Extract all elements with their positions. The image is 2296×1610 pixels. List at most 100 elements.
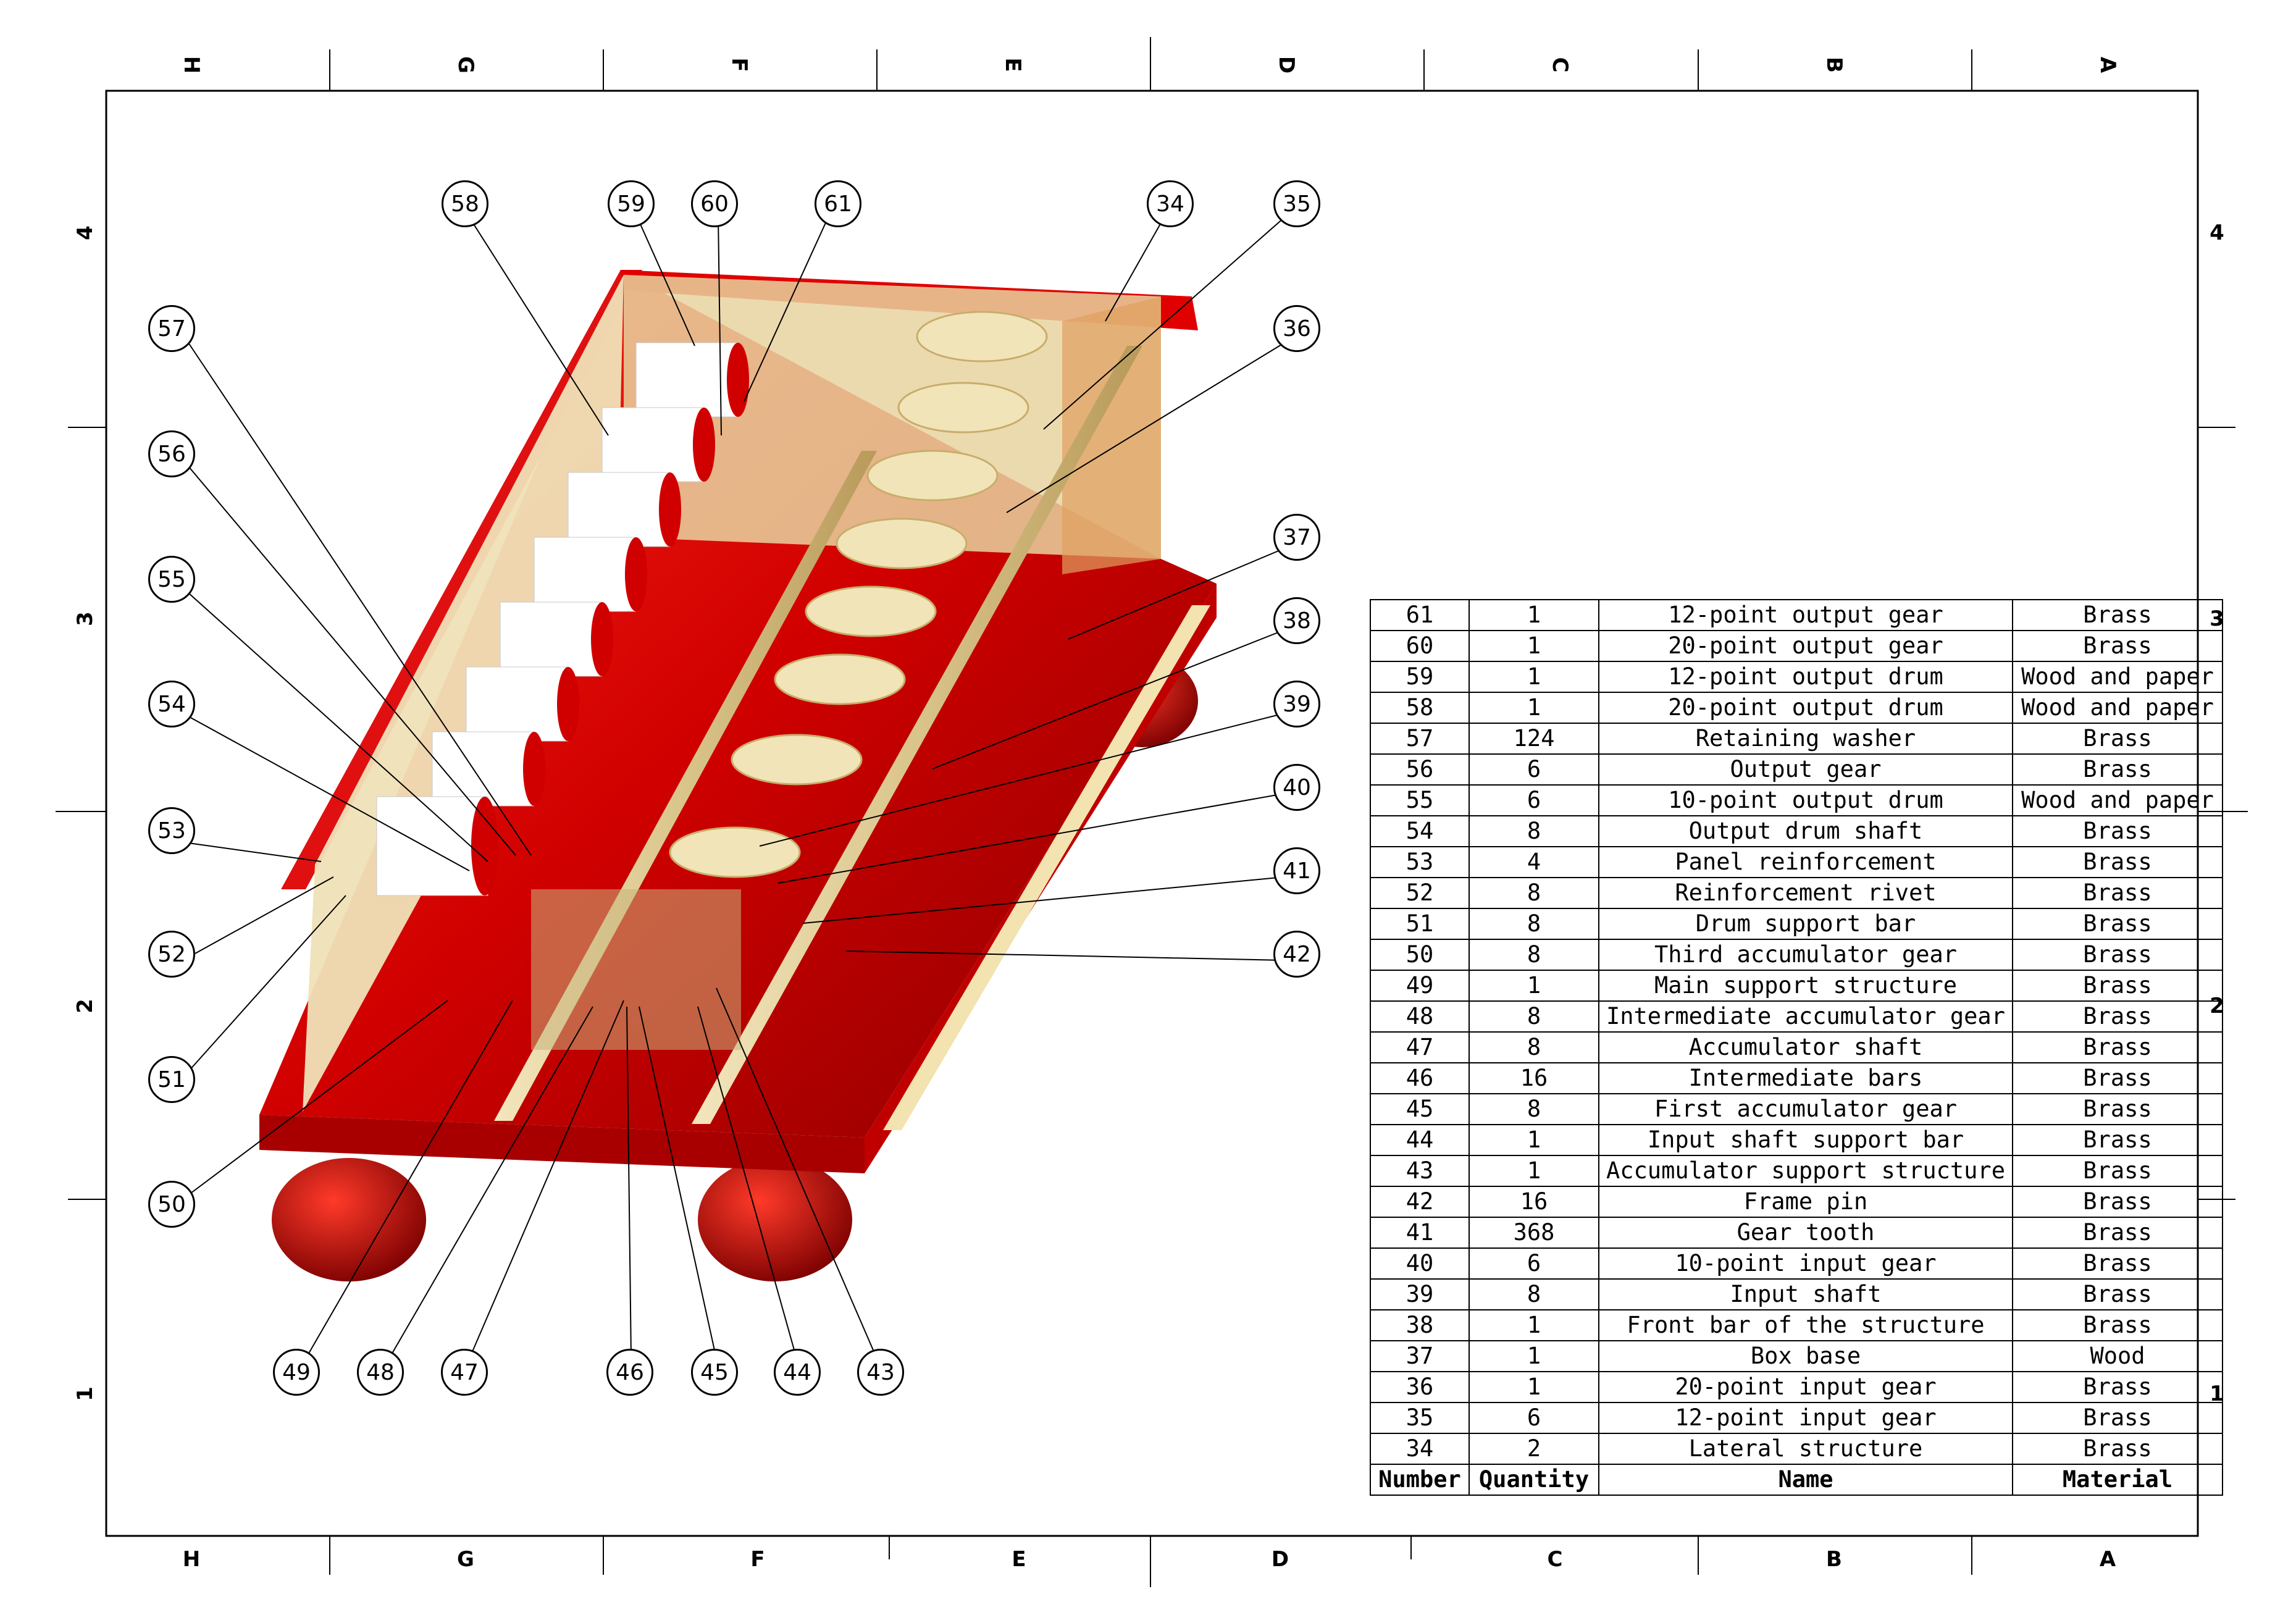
callout-bubble: 50 (148, 1181, 195, 1228)
callout-bubble: 49 (273, 1349, 320, 1396)
bom-cell-material: Brass (2012, 1309, 2223, 1341)
zone-label-top: H (179, 56, 204, 74)
bom-cell-material: Brass (2012, 1124, 2223, 1156)
bom-cell-quantity: 1 (1469, 1340, 1599, 1372)
bom-cell-number: 58 (1370, 692, 1470, 724)
callout-bubble: 34 (1147, 180, 1194, 227)
bom-cell-name: Panel reinforcement (1598, 846, 2013, 878)
bom-cell-quantity: 6 (1469, 1402, 1599, 1434)
bom-cell-number: 60 (1370, 630, 1470, 662)
zone-label-right: 4 (2210, 220, 2224, 245)
callout-bubble: 43 (857, 1349, 904, 1396)
bom-cell-quantity: 1 (1469, 661, 1599, 693)
output-drum (466, 666, 579, 742)
bom-cell-name: 20-point input gear (1598, 1371, 2013, 1403)
bom-cell-number: 52 (1370, 877, 1470, 909)
bom-cell-material: Brass (2012, 1371, 2223, 1403)
bom-cell-quantity: 8 (1469, 908, 1599, 940)
bom-cell-number: 61 (1370, 599, 1470, 631)
bom-cell-quantity: 16 (1469, 1186, 1599, 1218)
zone-label-bottom: G (457, 1547, 474, 1572)
callout-bubble: 47 (441, 1349, 488, 1396)
callout-bubble: 40 (1273, 764, 1320, 811)
callout-bubble: 59 (608, 180, 655, 227)
bom-cell-name: 20-point output drum (1598, 692, 2013, 724)
bom-cell-material: Brass (2012, 939, 2223, 971)
bom-cell-number: 54 (1370, 815, 1470, 847)
bom-cell-name: First accumulator gear (1598, 1093, 2013, 1125)
bom-cell-number: 59 (1370, 661, 1470, 693)
bom-cell-number: 36 (1370, 1371, 1470, 1403)
callout-bubble: 41 (1273, 847, 1320, 894)
bom-cell-number: 42 (1370, 1186, 1470, 1218)
callout-bubble: 36 (1273, 305, 1320, 352)
bom-cell-name: Third accumulator gear (1598, 939, 2013, 971)
bom-cell-name: Drum support bar (1598, 908, 2013, 940)
bom-cell-name: 12-point output drum (1598, 661, 2013, 693)
output-drum (534, 537, 647, 612)
bom-cell-number: 56 (1370, 753, 1470, 786)
zone-label-left: 2 (73, 999, 98, 1013)
zone-label-bottom: B (1826, 1547, 1842, 1572)
bom-cell-material: Brass (2012, 723, 2223, 755)
bom-cell-quantity: 1 (1469, 1124, 1599, 1156)
bom-cell-material: Brass (2012, 970, 2223, 1002)
bom-cell-number: 43 (1370, 1155, 1470, 1187)
callout-bubble: 46 (606, 1349, 653, 1396)
zone-label-bottom: A (2099, 1547, 2116, 1572)
bom-cell-quantity: 8 (1469, 1278, 1599, 1310)
bom-cell-number: 45 (1370, 1093, 1470, 1125)
bom-cell-material: Wood (2012, 1340, 2223, 1372)
input-gears (531, 311, 1048, 1050)
bom-cell-quantity: 8 (1469, 815, 1599, 847)
callout-bubble: 55 (148, 556, 195, 603)
bom-cell-quantity: 124 (1469, 723, 1599, 755)
bom-cell-material: Brass (2012, 630, 2223, 662)
bom-cell-material: Brass (2012, 1186, 2223, 1218)
bom-cell-name: Output drum shaft (1598, 815, 2013, 847)
bom-cell-number: 40 (1370, 1247, 1470, 1280)
bom-cell-quantity: 1 (1469, 970, 1599, 1002)
bom-cell-number: 35 (1370, 1402, 1470, 1434)
callout-bubble: 61 (815, 180, 861, 227)
bom-cell-name: Input shaft support bar (1598, 1124, 2013, 1156)
zone-label-top: C (1548, 57, 1572, 73)
bom-cell-name: 12-point output gear (1598, 599, 2013, 631)
bom-cell-quantity: 16 (1469, 1062, 1599, 1094)
zone-label-left: 4 (73, 225, 98, 240)
bom-cell-number: 47 (1370, 1031, 1470, 1063)
bom-cell-number: 51 (1370, 908, 1470, 940)
callout-bubble: 35 (1273, 180, 1320, 227)
bom-cell-quantity: 1 (1469, 599, 1599, 631)
bom-cell-name: Accumulator shaft (1598, 1031, 2013, 1063)
bom-cell-name: Box base (1598, 1340, 2013, 1372)
bom-cell-number: 48 (1370, 1000, 1470, 1033)
bom-cell-quantity: 8 (1469, 1031, 1599, 1063)
bom-cell-quantity: 1 (1469, 630, 1599, 662)
output-drum (635, 342, 749, 417)
zone-label-bottom: H (182, 1547, 201, 1572)
zone-label-top: G (453, 56, 478, 73)
bom-cell-number: 53 (1370, 846, 1470, 878)
bom-cell-name: Intermediate accumulator gear (1598, 1000, 2013, 1033)
bom-cell-number: Number (1370, 1464, 1470, 1496)
zone-label-top: B (1822, 57, 1846, 73)
bom-cell-material: Wood and paper (2012, 661, 2223, 693)
bom-cell-number: 41 (1370, 1217, 1470, 1249)
